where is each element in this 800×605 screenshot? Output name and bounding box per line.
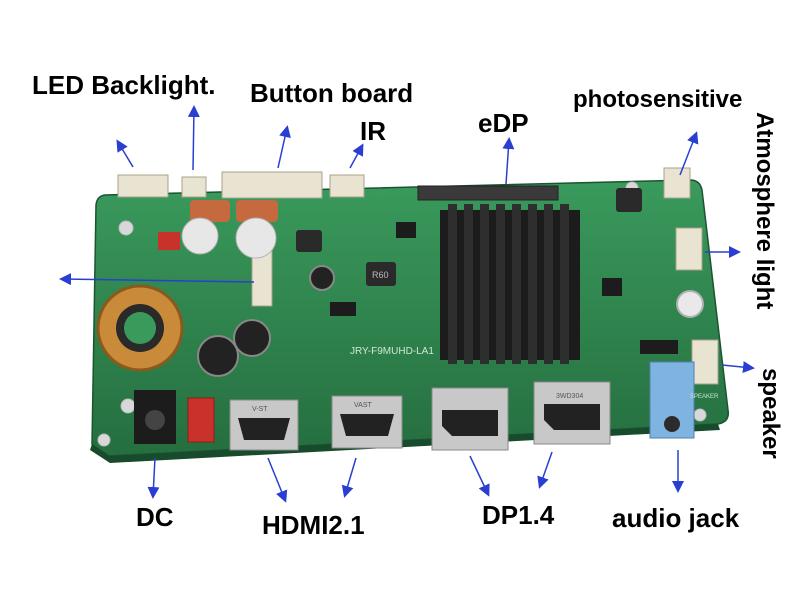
fuse — [190, 200, 230, 222]
heatsink — [440, 210, 580, 360]
electrolytic-cap — [309, 265, 335, 291]
toroid-center — [124, 312, 156, 344]
ir-connector — [329, 174, 365, 198]
electrolytic-cap — [233, 319, 271, 357]
white-cap — [181, 217, 219, 255]
mount-hole — [120, 398, 136, 414]
arrow-hdmi-1 — [267, 457, 288, 503]
edp-connector — [417, 185, 559, 201]
hdmi-port — [229, 399, 299, 451]
speaker-connector — [691, 339, 719, 385]
label-photosensitive: photosensitive — [573, 86, 743, 113]
arrow-hdmi-2 — [341, 457, 357, 498]
label-hdmi: HDMI2.1 — [262, 510, 365, 540]
red-header — [187, 397, 215, 443]
inductor — [616, 188, 642, 212]
dp-mark: 3WD304 — [556, 393, 583, 400]
audio-jack-hole — [664, 416, 680, 432]
arrow-led-backlight — [116, 139, 134, 168]
arrow-led-backlight-2 — [187, 105, 200, 171]
arrow-edp — [502, 137, 515, 185]
arrow-button-board — [277, 125, 291, 169]
inductor-mark: R60 — [372, 270, 389, 280]
board-model-silkscreen: JRY-F9MUHD-LA1 — [350, 346, 434, 357]
dc-jack-hole — [145, 410, 165, 430]
label-speaker: speaker — [757, 368, 784, 459]
inductor — [296, 230, 322, 252]
chip — [330, 302, 356, 316]
red-component — [158, 232, 180, 250]
hdmi-mark: V-ST — [252, 406, 268, 413]
arrow-side-connector — [59, 273, 255, 286]
chip — [640, 340, 678, 354]
label-dp: DP1.4 — [482, 500, 555, 530]
label-led-backlight: LED Backlight. — [32, 70, 216, 100]
arrow-dp-2 — [537, 451, 553, 489]
white-cap — [235, 217, 277, 259]
label-audio-jack: audio jack — [612, 503, 740, 533]
chip — [602, 278, 622, 296]
photosensitive-connector — [663, 167, 691, 199]
label-dc: DC — [136, 502, 174, 532]
electrolytic-cap — [197, 335, 239, 377]
pcb-board — [91, 179, 730, 457]
fuse — [236, 200, 278, 222]
small-white-cap — [676, 290, 704, 318]
arrow-ir — [349, 143, 364, 169]
hdmi-mark: VAST — [354, 402, 372, 409]
arrow-dc — [147, 457, 160, 499]
dp-port — [533, 381, 611, 445]
label-button-board: Button board — [250, 78, 414, 108]
label-atmosphere-light: Atmosphere light — [751, 112, 778, 310]
mount-hole — [693, 408, 707, 422]
atmosphere-light-connector — [675, 227, 703, 271]
arrow-speaker — [721, 361, 755, 374]
label-edp: eDP — [478, 108, 529, 138]
heatsink-fins — [448, 204, 569, 364]
hdmi-port — [331, 395, 403, 449]
led-backlight-connector — [117, 174, 169, 198]
small-connector — [181, 176, 207, 198]
mount-hole — [97, 433, 111, 447]
button-board-connector — [221, 171, 323, 199]
mount-hole — [118, 220, 134, 236]
arrow-photosensitive — [679, 131, 699, 176]
speaker-silkscreen: SPEAKER — [690, 394, 719, 400]
callout-arrows — [59, 105, 755, 503]
dp-port — [431, 387, 509, 451]
arrow-dp-1 — [469, 455, 490, 497]
label-ir: IR — [360, 116, 386, 146]
chip — [396, 222, 416, 238]
inductor-r60 — [366, 262, 396, 286]
